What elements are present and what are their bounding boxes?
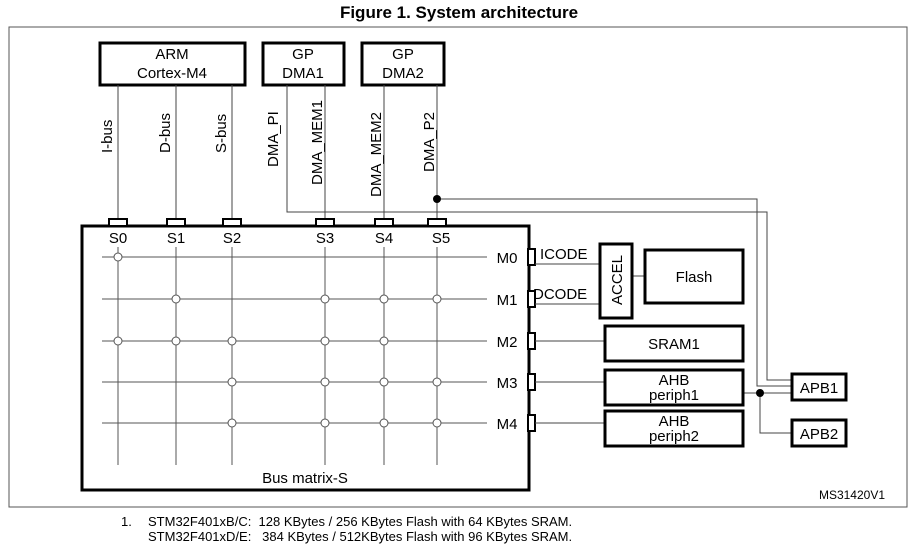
ibus-label: I-bus: [99, 120, 116, 153]
master-port-m3: M3: [497, 375, 518, 392]
master-port-m4: M4: [497, 416, 518, 433]
cpu-label-line1: ARM: [155, 46, 188, 63]
figure-title: Figure 1. System architecture: [339, 3, 579, 22]
slave-port-s0: S0: [109, 230, 127, 247]
apb1-label: APB1: [800, 380, 838, 397]
flash-box: Flash: [643, 248, 745, 305]
slave-port-s2: S2: [223, 230, 241, 247]
matrix-junctions: [113, 252, 442, 428]
master-port-m1: M1: [497, 292, 518, 309]
footnote-number: 1.: [121, 514, 132, 529]
figure-id: MS31420V1: [819, 488, 885, 502]
apb1-box: APB1: [790, 372, 848, 402]
slave-port-s5: S5: [432, 230, 450, 247]
slave-port-s4: S4: [375, 230, 393, 247]
sram1-label: SRAM1: [648, 336, 700, 353]
sram1-box: SRAM1: [603, 324, 745, 363]
ahb2-label-line1: AHB: [659, 413, 690, 430]
matrix-grid: [102, 247, 487, 465]
apb2-box: APB2: [790, 418, 848, 448]
master-port-m2: M2: [497, 334, 518, 351]
icode-label: ICODE: [540, 246, 588, 263]
dma-mem2-label: DMA_MEM2: [368, 112, 385, 197]
dma-mem1-label: DMA_MEM1: [309, 100, 326, 185]
slave-port-s3: S3: [316, 230, 334, 247]
bus-matrix-box: [80, 224, 531, 492]
dma1-label-line1: GP: [292, 46, 314, 63]
apb2-label: APB2: [800, 426, 838, 443]
footnote-line2: STM32F401xD/E: 384 KBytes / 512KBytes Fl…: [148, 529, 573, 544]
dma-p2-label: DMA_P2: [421, 112, 438, 172]
bus-matrix-label: Bus matrix-S: [262, 470, 348, 487]
dcode-label: DCODE: [533, 286, 587, 303]
accel-box: ACCEL: [598, 242, 634, 320]
dma2-label-line2: DMA2: [382, 65, 424, 82]
accel-label: ACCEL: [609, 255, 626, 305]
dma1-box: GP DMA1: [261, 41, 346, 87]
master-port-m0: M0: [497, 250, 518, 267]
figure-frame: [8, 26, 908, 508]
dma-p2-junction-dot: [433, 195, 441, 203]
cpu-box: ARM Cortex-M4: [98, 41, 247, 87]
dma-pi-label: DMA_PI: [265, 111, 282, 167]
ahb2-label-line2: periph2: [649, 428, 699, 445]
sbus-label: S-bus: [213, 114, 230, 153]
ahb1-apb-junction-dot: [756, 389, 764, 397]
ahb1-label-line1: AHB: [659, 372, 690, 389]
ahb1-label-line2: periph1: [649, 387, 699, 404]
dma1-label-line2: DMA1: [282, 65, 324, 82]
footnote-line1: STM32F401xB/C: 128 KBytes / 256 KBytes F…: [148, 514, 573, 529]
dbus-label: D-bus: [157, 113, 174, 153]
flash-label: Flash: [676, 269, 713, 286]
dma2-label-line1: GP: [392, 46, 414, 63]
ahb-periph1-box: AHB periph1: [603, 368, 745, 407]
cpu-label-line2: Cortex-M4: [137, 65, 207, 82]
ahb-periph2-box: AHB periph2: [603, 409, 745, 448]
slave-port-s1: S1: [167, 230, 185, 247]
slave-connections: [535, 263, 792, 434]
slave-port-stubs: [108, 218, 447, 227]
dma2-box: GP DMA2: [360, 41, 446, 87]
